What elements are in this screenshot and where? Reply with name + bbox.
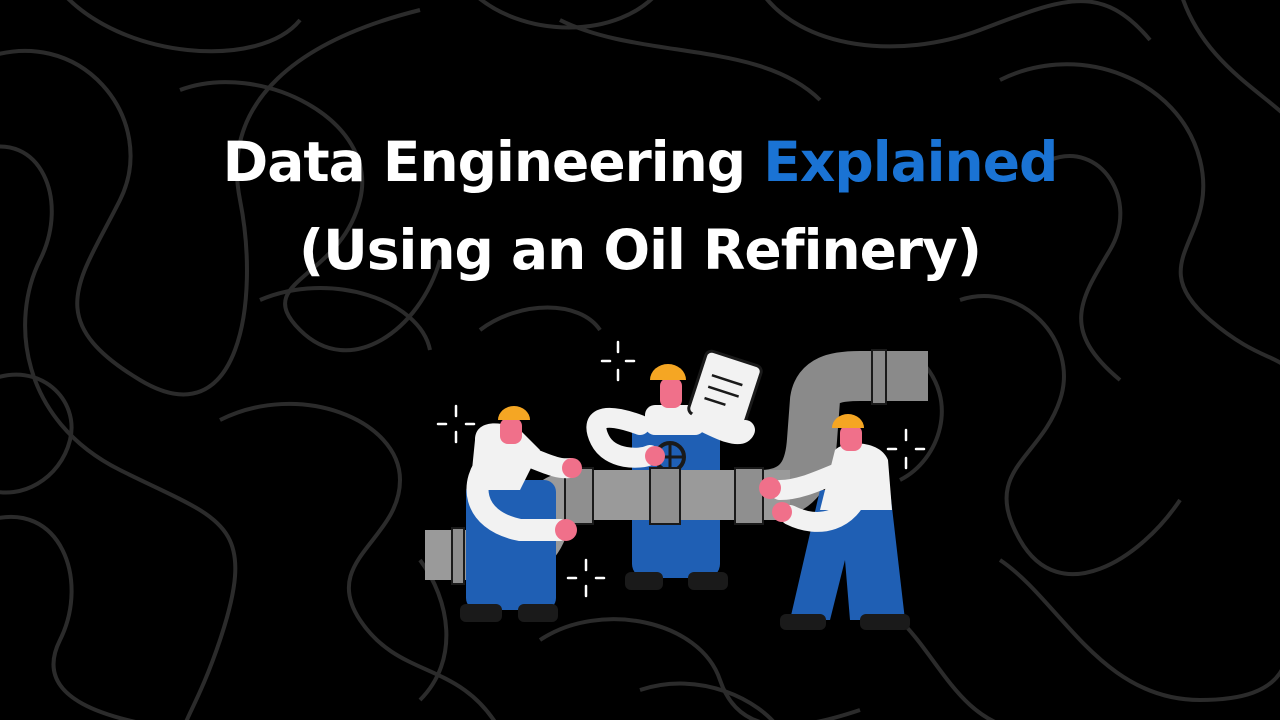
worker-center <box>586 349 763 590</box>
sparkle-icon <box>566 558 606 598</box>
worker-right <box>759 414 910 630</box>
title-accent-word: Explained <box>763 130 1058 194</box>
title-prefix: Data Engineering <box>222 130 764 194</box>
page-title: Data Engineering Explained (Using an Oil… <box>0 118 1280 294</box>
title-line-1: Data Engineering Explained <box>0 118 1280 206</box>
sparkle-icon <box>886 428 926 470</box>
sparkle-icon <box>600 340 636 382</box>
title-line-2: (Using an Oil Refinery) <box>298 218 982 282</box>
worker-left <box>460 406 582 622</box>
sparkle-icon <box>436 404 476 444</box>
